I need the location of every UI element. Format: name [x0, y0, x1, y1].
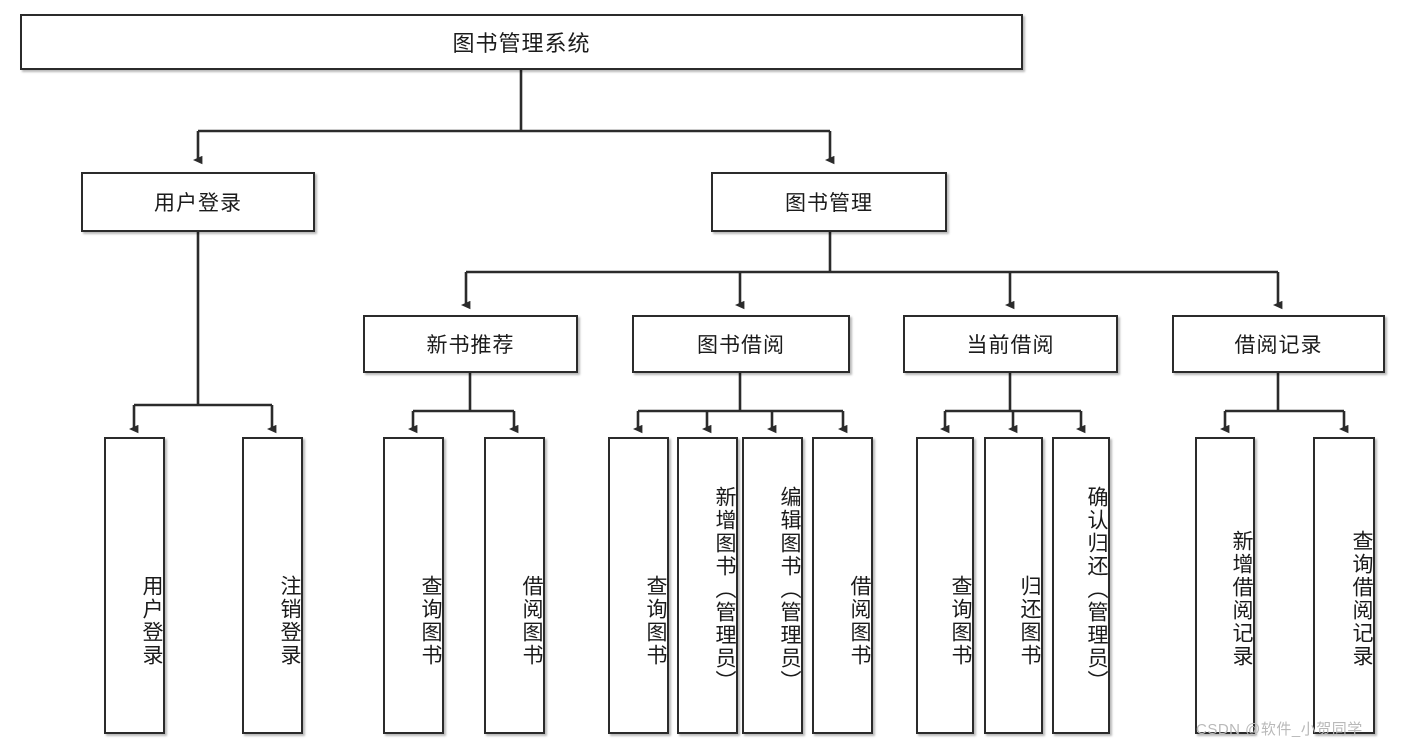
node-borrow-record[interactable]: 借阅记录	[1172, 315, 1385, 373]
leaf-borrow-record-query-record[interactable]: 查询借阅记录	[1313, 437, 1375, 734]
node-label: 图书管理系统	[452, 31, 591, 56]
leaf-book-borrow-query-book[interactable]: 查询图书	[608, 437, 669, 734]
leaf-book-borrow-edit-book-admin[interactable]: 编辑图书（管理员）	[742, 437, 803, 734]
node-label: 确认归还（管理员）	[1085, 486, 1108, 693]
node-label: 用户登录	[140, 574, 163, 667]
node-label: 用户登录	[154, 192, 242, 215]
node-label: 查询图书	[949, 574, 972, 667]
node-label: 新书推荐	[426, 334, 515, 357]
node-label: 借阅图书	[520, 574, 543, 667]
node-current-borrow[interactable]: 当前借阅	[903, 315, 1118, 373]
leaf-current-borrow-return-book[interactable]: 归还图书	[984, 437, 1043, 734]
leaf-new-book-borrow-book[interactable]: 借阅图书	[484, 437, 545, 734]
node-root-book-management-system[interactable]: 图书管理系统	[20, 14, 1023, 70]
csdn-watermark: CSDN @软件_小贺同学	[1196, 721, 1363, 738]
node-label: 查询图书	[644, 574, 667, 667]
leaf-borrow-record-add-record[interactable]: 新增借阅记录	[1195, 437, 1255, 734]
node-label: 图书管理	[785, 192, 873, 215]
node-book-management[interactable]: 图书管理	[711, 172, 947, 232]
node-new-book-recommend[interactable]: 新书推荐	[363, 315, 578, 373]
node-label: 借阅记录	[1234, 334, 1323, 357]
leaf-current-borrow-confirm-return-admin[interactable]: 确认归还（管理员）	[1052, 437, 1110, 734]
node-label: 归还图书	[1018, 574, 1041, 667]
node-label: 借阅图书	[848, 574, 871, 667]
node-label: 注销登录	[278, 574, 301, 667]
node-user-login[interactable]: 用户登录	[81, 172, 315, 232]
leaf-current-borrow-query-book[interactable]: 查询图书	[916, 437, 974, 734]
node-label: 当前借阅	[966, 334, 1055, 357]
node-label: 新增图书（管理员）	[713, 486, 736, 693]
node-label: 编辑图书（管理员）	[778, 486, 801, 693]
node-label: 查询借阅记录	[1350, 529, 1373, 668]
leaf-new-book-query-book[interactable]: 查询图书	[383, 437, 444, 734]
leaf-user-login-login[interactable]: 用户登录	[104, 437, 165, 734]
node-book-borrow[interactable]: 图书借阅	[632, 315, 850, 373]
leaf-user-login-logout[interactable]: 注销登录	[242, 437, 303, 734]
node-label: 新增借阅记录	[1230, 529, 1253, 668]
leaf-book-borrow-add-book-admin[interactable]: 新增图书（管理员）	[677, 437, 738, 734]
node-label: 图书借阅	[697, 334, 785, 357]
node-label: 查询图书	[419, 574, 442, 667]
leaf-book-borrow-borrow-book[interactable]: 借阅图书	[812, 437, 873, 734]
